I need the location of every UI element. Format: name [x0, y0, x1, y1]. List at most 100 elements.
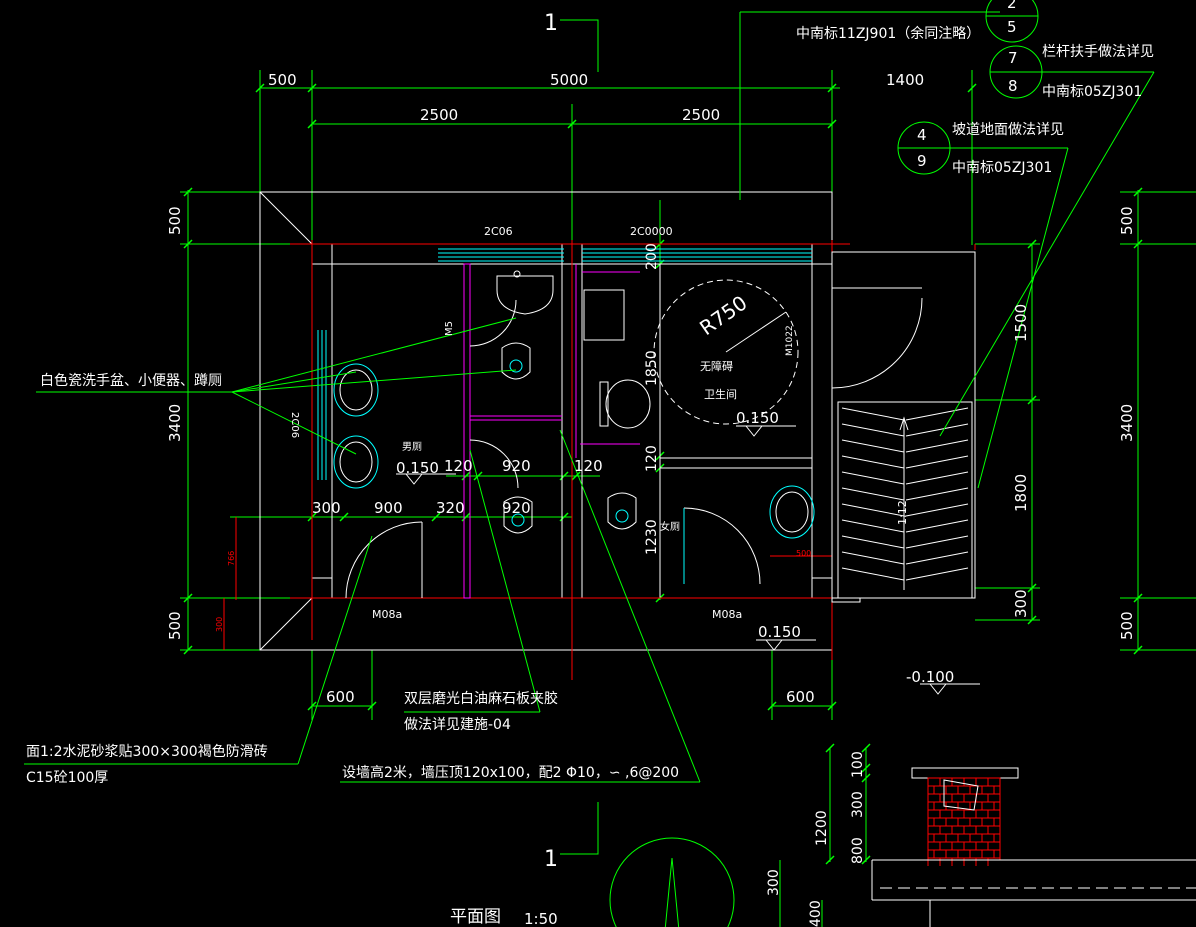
- tag-door-m1022: M1022: [785, 325, 795, 356]
- room-label-male: 男厕: [402, 441, 422, 453]
- dim-tick: [827, 701, 837, 711]
- level-mark-male: 0.150: [396, 459, 439, 477]
- dim-tick: [307, 701, 317, 711]
- note-wall: 设墙高2米，墙压顶120x100，配2 Φ10，∽ ,6@200: [342, 764, 679, 781]
- dim-left-500-bottom: 500: [166, 611, 184, 640]
- dim-tick: [825, 855, 835, 865]
- leader: [977, 147, 1069, 489]
- dimension-lines: [180, 70, 1196, 720]
- door-swing-m1022: [831, 297, 923, 389]
- ramp-hatch: [841, 503, 905, 517]
- dim-tick: [461, 471, 471, 481]
- turning-circle: [653, 279, 799, 425]
- washbasin-inner: [339, 369, 373, 411]
- ref-circle-2-top: 7: [1008, 49, 1018, 67]
- ramp-hatch: [905, 535, 969, 549]
- dim-bottom-600-a: 600: [326, 688, 355, 706]
- dim-tick: [559, 512, 569, 522]
- dim-int-320: 320: [436, 499, 465, 517]
- dim-tick: [1027, 239, 1037, 249]
- dim-top-5000: 5000: [550, 71, 588, 89]
- dim-right-1800: 1800: [1012, 474, 1030, 512]
- leader: [231, 317, 517, 393]
- dim-tick: [1027, 395, 1037, 405]
- note-partition-2: 做法详见建施-04: [404, 717, 511, 733]
- section-mark-top: 1: [544, 11, 558, 36]
- dim-int-1230: 1230: [644, 519, 660, 555]
- dim-detail-800: 800: [850, 837, 866, 864]
- dim-tick: [339, 512, 349, 522]
- dim-int-920-b: 920: [502, 457, 531, 475]
- dim-tick: [1027, 583, 1037, 593]
- door-swing-m08a-a: [345, 521, 423, 599]
- dim-tick: [827, 119, 837, 129]
- ref-circle-2-bottom: 8: [1008, 77, 1018, 95]
- ramp-hatch: [905, 407, 969, 421]
- note-ramp-2: 中南标05ZJ301: [952, 160, 1052, 176]
- dim-tick: [183, 645, 193, 655]
- column: [311, 243, 333, 265]
- squat-toilet-hole: [509, 359, 523, 373]
- washbasin-inner: [775, 491, 809, 533]
- dim-right-500-top: 500: [1118, 206, 1136, 235]
- level-triangle: [756, 639, 816, 651]
- tag-door-m08a-a: M08a: [372, 608, 402, 621]
- urinal: [496, 275, 554, 315]
- section-mark-bottom: 1: [544, 847, 558, 872]
- note-railing-2: 中南标05ZJ301: [1042, 84, 1142, 100]
- ref-circle-3-bottom: 9: [917, 152, 927, 170]
- dim-tick: [307, 119, 317, 129]
- stall-partition: [463, 263, 471, 599]
- room-label-accessible-2: 卫生间: [704, 387, 737, 401]
- dim-tick: [1133, 187, 1143, 197]
- tag-door-m08a-b: M08a: [712, 608, 742, 621]
- ramp-hatch: [841, 423, 905, 437]
- ramp-hatch: [905, 551, 969, 565]
- dim-left-3400: 3400: [166, 404, 184, 442]
- level-mark-accessible: 0.150: [736, 409, 779, 427]
- dim-tick: [183, 187, 193, 197]
- ramp-hatch: [905, 487, 969, 501]
- column: [811, 577, 833, 599]
- dim-tick: [367, 701, 377, 711]
- leader: [231, 369, 517, 393]
- annotation-leaders: [24, 0, 1155, 927]
- coping: [911, 767, 1019, 779]
- dim-tick: [183, 593, 193, 603]
- plan-title: 平面图: [450, 907, 501, 927]
- ref-circle-3-top: 4: [917, 126, 927, 144]
- level-mark-entry: 0.150: [758, 623, 801, 641]
- dim-int-120-b: 120: [574, 457, 603, 475]
- note-railing-1: 栏杆扶手做法详见: [1042, 44, 1154, 60]
- ramp-arrowhead: [899, 416, 909, 431]
- ramp-hatch: [841, 439, 905, 453]
- dim-tick: [861, 773, 871, 783]
- leader: [559, 429, 701, 783]
- coping-section: [943, 779, 979, 811]
- dim-small-300: 300: [215, 617, 224, 632]
- ramp-hatch: [905, 455, 969, 469]
- dim-right-1500: 1500: [1012, 304, 1030, 342]
- leader: [469, 449, 541, 713]
- dim-tick: [861, 743, 871, 753]
- level-triangle: [736, 425, 796, 437]
- dim-tick: [473, 471, 483, 481]
- ramp-hatch: [905, 471, 969, 485]
- dim-detail-300: 300: [850, 791, 866, 818]
- washbasin: [333, 435, 379, 489]
- dim-detail-100: 100: [850, 751, 866, 778]
- door-swing-m08a-b: [683, 507, 761, 585]
- dim-top-2500-b: 2500: [682, 106, 720, 124]
- column: [311, 577, 333, 599]
- dim-tick: [559, 471, 569, 481]
- plan-scale: 1:50: [524, 910, 558, 927]
- note-ref-standard: 中南标11ZJ901（余同注略）: [796, 25, 980, 42]
- dim-tick: [1027, 615, 1037, 625]
- wall-section-detail: [779, 743, 1196, 927]
- slab-hip: [259, 597, 313, 651]
- dim-left-500-top: 500: [166, 206, 184, 235]
- leader: [297, 535, 373, 765]
- dim-right-300: 300: [1012, 589, 1030, 618]
- dim-tick: [825, 743, 835, 753]
